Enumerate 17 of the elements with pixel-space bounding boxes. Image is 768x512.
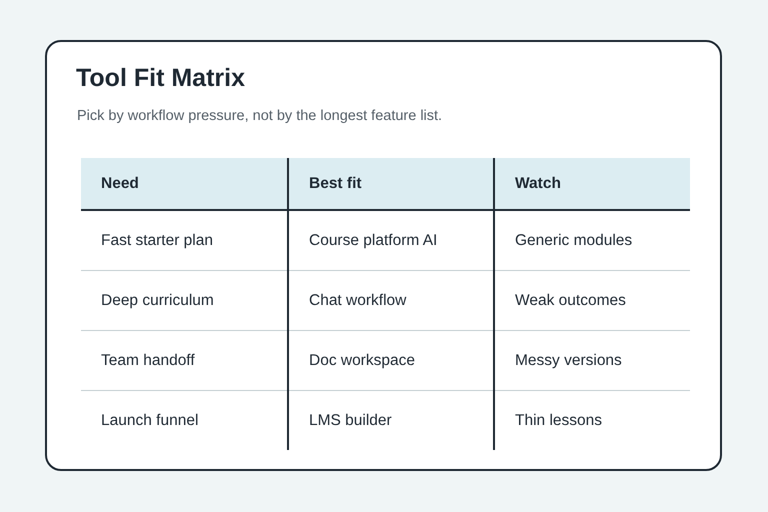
- table-cell: Fast starter plan: [81, 210, 288, 270]
- subtitle: Pick by workflow pressure, not by the longest feature list.: [77, 108, 442, 124]
- header-cell: Watch: [494, 158, 690, 210]
- table-cell: Thin lessons: [494, 390, 690, 450]
- table-cell: Deep curriculum: [81, 270, 288, 330]
- table-cell: Messy versions: [494, 330, 690, 390]
- header-cell: Need: [81, 158, 288, 210]
- table-cell: LMS builder: [288, 390, 494, 450]
- table-cell: Team handoff: [81, 330, 288, 390]
- header-cell: Best fit: [288, 158, 494, 210]
- table-cell: Launch funnel: [81, 390, 288, 450]
- table-cell: Generic modules: [494, 210, 690, 270]
- table-cell: Chat workflow: [288, 270, 494, 330]
- table-cell: Weak outcomes: [494, 270, 690, 330]
- table-cell: Doc workspace: [288, 330, 494, 390]
- table-cell: Course platform AI: [288, 210, 494, 270]
- title: Tool Fit Matrix: [76, 64, 245, 93]
